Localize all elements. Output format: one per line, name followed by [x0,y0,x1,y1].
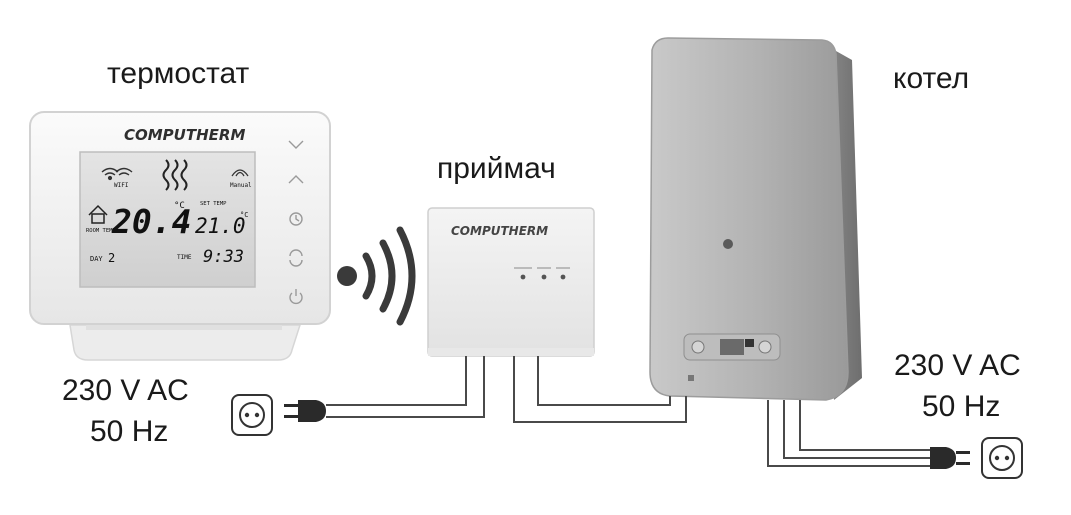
left-power-socket-icon [231,394,273,436]
thermostat-device: COMPUTHERM WIFI Manual ROOM TEMP [29,111,331,361]
receiver-device: COMPUTHERM [427,207,595,357]
set-temp-label: SET TEMP [200,201,227,207]
right-mains-wire-c [799,400,930,451]
right-power-plug-icon [930,447,970,469]
time-label: TIME [177,254,192,261]
receiver-leds [514,267,570,280]
room-temp-value: 20.4 [111,202,191,241]
wiring [326,356,930,467]
thermostat-label: термостат [107,57,250,90]
clock-icon[interactable] [289,212,303,226]
up-arrow-icon[interactable] [288,175,304,184]
set-temp-unit: °C [240,211,248,219]
wifi-label: WIFI [114,182,129,189]
left-mains-wire-a [326,356,467,406]
power-right-frequency: 50 Hz [922,390,1000,423]
room-temp-label: ROOM TEMP [86,228,116,234]
receiver-base [428,348,594,356]
relay-wire-a [513,356,687,423]
relay-led-icon [541,274,547,280]
power-right-voltage: 230 V AC [894,349,1021,382]
left-mains-wire-b [326,356,485,418]
right-mains-wire-b [783,400,930,459]
receiver-label: приймач [437,152,556,185]
thermostat-stand [69,324,302,361]
boiler-device [649,37,862,401]
boiler-display [720,339,744,355]
power-left-voltage: 230 V AC [62,374,189,407]
right-power-socket-icon [981,437,1023,479]
wireless-signal-icon [337,226,416,326]
heating-icon [162,159,188,191]
boiler-indicator-icon [723,239,733,249]
left-power-plug-icon [284,400,326,422]
right-mains-wire-a [767,400,930,467]
boiler-label: котел [893,62,969,95]
boiler-badge-icon [688,375,694,381]
relay-wire-b [537,356,671,406]
room-house-icon [88,204,108,224]
status-led-icon [520,274,526,280]
manual-label: Manual [230,182,252,189]
boiler-body [649,37,849,401]
boiler-knob-left [691,340,705,354]
day-value: 2 [108,251,115,265]
boiler-knob-right [758,340,772,354]
set-temp-value: 21.0 [195,214,246,238]
time-value: 9:33 [203,247,244,267]
thermostat-brand: COMPUTHERM [124,126,245,144]
boiler-display-segment [745,339,754,347]
power-icon[interactable] [289,289,303,305]
power-left-frequency: 50 Hz [90,415,168,448]
receiver-brand: COMPUTHERM [451,224,548,238]
thermostat-lcd [79,151,256,288]
room-temp-unit: °C [174,201,185,211]
day-label: DAY [90,255,103,263]
wifi-icon [101,167,133,181]
mode-cycle-icon[interactable] [289,249,303,267]
signal-led-icon [560,274,566,280]
manual-mode-icon [231,169,249,177]
down-arrow-icon[interactable] [288,140,304,149]
